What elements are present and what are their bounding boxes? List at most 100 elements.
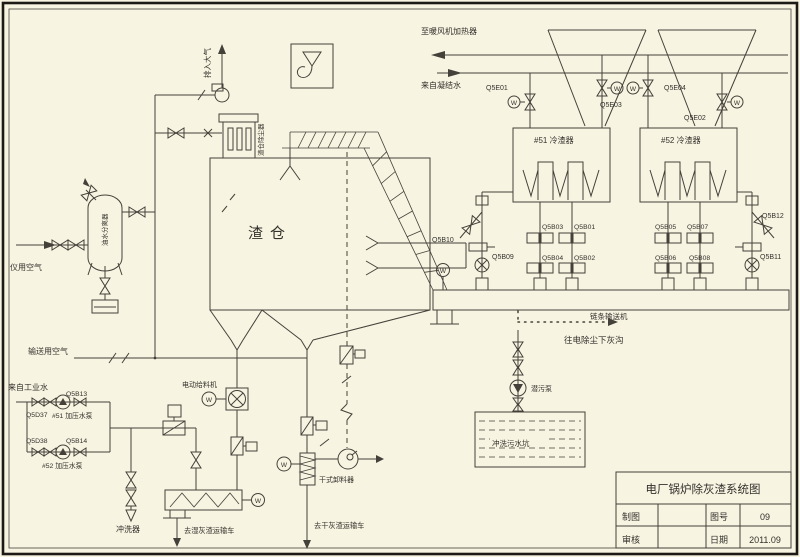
- bag-filter-label: 渣仓除尘器: [256, 123, 265, 156]
- valve-tag: Q5B10: [432, 237, 454, 244]
- wet-truck-label: 去湿灰渣运输车: [184, 526, 234, 535]
- right-side-valve-string: [735, 191, 775, 291]
- conveying-air-label: 输送用空气: [28, 346, 68, 356]
- motor-letter: W: [440, 268, 447, 275]
- valve-tag: Q5B14: [66, 438, 87, 445]
- dry-unloader: [276, 350, 330, 549]
- slag-cooler-52: [639, 127, 738, 203]
- boiler-hopper-chutes: [547, 29, 757, 127]
- drain-valve-icon: [99, 277, 111, 295]
- separator-label: 油水分离器: [100, 213, 109, 246]
- date-value: 2011.09: [749, 535, 781, 545]
- washer-branch: [125, 404, 202, 523]
- valve-icon: [190, 451, 202, 469]
- cooler-discharge-valves: [526, 202, 714, 291]
- motor-letter: W: [630, 86, 637, 93]
- motor-letter: W: [734, 100, 741, 107]
- title-block: [615, 471, 792, 549]
- valve-tag: Q5B09: [492, 254, 514, 261]
- outlet-arrow-icon: [125, 509, 137, 523]
- dry-unloader-label: 干式卸料器: [319, 475, 354, 484]
- industrial-water-label: 来自工业水: [8, 382, 48, 392]
- gate-valve-icon: [526, 232, 714, 274]
- pressurizing-water-system: [16, 394, 196, 460]
- valve-icon: [596, 79, 608, 97]
- valve-tag: Q5E04: [664, 85, 686, 92]
- separator-vessel-assembly: [16, 178, 155, 314]
- valve-tag: Q5D37: [26, 412, 48, 419]
- signal-line: [339, 152, 366, 448]
- valve-tag: Q5B02: [574, 255, 595, 262]
- electric-feeder-label: 电动给料机: [182, 380, 217, 389]
- motor-letter: W: [614, 86, 621, 93]
- inclined-chute: [282, 131, 448, 291]
- separator-vessel: [87, 194, 123, 272]
- sewage-pump-icon: [509, 379, 527, 397]
- washer-label: 冲洗器: [116, 524, 140, 534]
- valve-icon: [167, 127, 185, 139]
- cooler-51-label: #51 冷渣器: [534, 135, 574, 145]
- date-label: 日期: [710, 535, 728, 545]
- valve-tag: Q5E02: [684, 115, 706, 122]
- pump-51-label: #51 加压水泵: [52, 411, 93, 420]
- esp-ditch-label: 往电除尘下灰沟: [564, 335, 624, 345]
- valve-tag: Q5B12: [762, 213, 784, 220]
- valve-icon: [642, 79, 654, 97]
- cooling-water-headers: [431, 51, 788, 77]
- sewage-pit: [474, 411, 586, 468]
- from-condensate-label: 来自凝结水: [421, 80, 461, 90]
- conveying-air-header: [74, 352, 307, 364]
- review-label: 审核: [622, 534, 640, 545]
- valve-icon: [125, 471, 137, 489]
- to-air-heater-label: 至暖风机加热器: [421, 26, 477, 36]
- valve-tag: Q5B03: [542, 224, 563, 231]
- chain-conveyor: [430, 289, 790, 325]
- valve-tag: Q5B04: [542, 255, 563, 262]
- valve-icon: [73, 397, 87, 407]
- bag-filter-inlet-pipe: [155, 127, 222, 139]
- pump-icon: [55, 394, 71, 410]
- slag-bin-label: 渣仓: [248, 225, 292, 242]
- drawing-title: 电厂锅炉除灰渣系统图: [646, 482, 761, 496]
- valve-tag: Q5B01: [574, 224, 595, 231]
- pump-52-label: #52 加压水泵: [42, 461, 83, 470]
- valve-tag: Q5B08: [689, 255, 710, 262]
- motor-letter: W: [511, 100, 518, 107]
- valve-tag: Q5B06: [655, 255, 676, 262]
- screw-conveyor: [163, 489, 265, 547]
- sewage-pump-label: 潜污泵: [531, 384, 552, 393]
- cooler-52-label: #52 冷渣器: [661, 135, 701, 145]
- valve-tag: Q5B13: [66, 391, 87, 398]
- motor-icon: [251, 493, 265, 507]
- slag-cooler-51: [512, 127, 611, 203]
- cooling-water-valves: [507, 55, 744, 128]
- bag-filter: [218, 113, 259, 159]
- drawing-number-label: 图号: [710, 512, 728, 522]
- valve-tag: Q5D38: [26, 438, 48, 445]
- vent-fan-assembly: [154, 44, 230, 358]
- valve-tag: Q5B11: [760, 254, 781, 261]
- valve-icon: [512, 359, 524, 376]
- vent-fan-icon: [214, 87, 230, 103]
- valve-icon: [524, 93, 536, 111]
- instrument-air-label: 仪用空气: [10, 262, 42, 272]
- valve-icon: [73, 447, 87, 457]
- motor-icon: [436, 263, 450, 277]
- slag-bin: [209, 148, 467, 351]
- motor-letter: W: [206, 397, 213, 404]
- drawing-number-value: 09: [760, 512, 770, 522]
- valve-icon: [716, 93, 728, 111]
- valve-tag: Q5E03: [600, 102, 622, 109]
- dry-truck-label: 去干灰渣运输车: [314, 521, 364, 530]
- chain-conveyor-label: 链条输送机: [590, 311, 628, 321]
- motor-letter: W: [281, 462, 288, 469]
- motor-letter: W: [255, 498, 262, 505]
- valve-tag: Q5B07: [687, 224, 708, 231]
- esp-ditch-line: [509, 310, 618, 412]
- valve-icon: [512, 397, 524, 412]
- valve-icon: [67, 239, 85, 251]
- blower-icon: [315, 448, 384, 470]
